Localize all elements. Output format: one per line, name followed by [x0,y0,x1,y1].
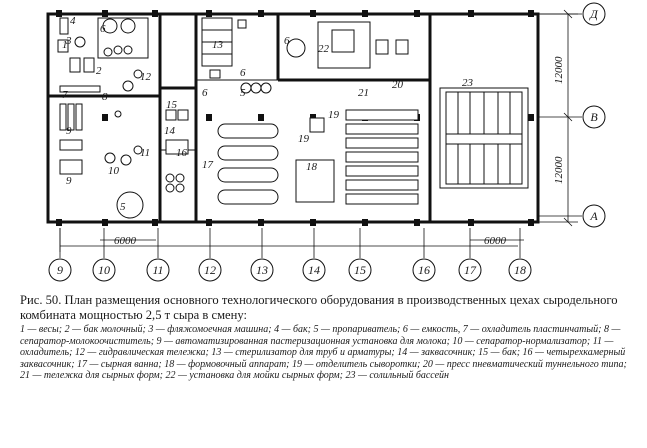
axis-bubble [198,258,222,282]
axis-label: 13 [256,263,268,277]
dimension-right-bottom: 12000 [553,156,565,184]
svg-text:3: 3 [65,35,72,47]
axis-bubble [458,258,482,282]
svg-text:6: 6 [202,87,208,99]
svg-text:6: 6 [240,67,246,79]
svg-text:18: 18 [306,161,318,173]
axis-label: 11 [152,263,163,277]
svg-text:15: 15 [166,99,178,111]
axis-label: 12 [204,263,216,277]
axis-bubble [582,105,606,129]
axis-bubble [48,258,72,282]
svg-text:19: 19 [298,133,310,145]
axis-bubble [250,258,274,282]
svg-text:1: 1 [62,39,68,51]
axis-label: 17 [464,263,477,277]
dimension-bottom-right: 6000 [484,235,507,247]
axis-bubbles-horizontal: 9 10 11 12 13 14 15 16 17 18 [48,228,532,282]
equipment-molding [295,109,419,205]
axis-bubble [92,258,116,282]
axis-bubble [508,258,532,282]
axis-label: 16 [418,263,430,277]
axis-bubble [582,204,606,228]
svg-text:7: 7 [62,89,68,101]
svg-text:10: 10 [108,165,120,177]
caption-title: Рис. 50. План размещения основного техно… [20,293,618,322]
equipment-left [57,17,149,219]
equipment-cheese-vats [217,123,279,205]
axis-label: А [589,209,598,223]
equipment-sterilizer-room [201,17,272,94]
svg-text:5: 5 [240,87,246,99]
svg-text:20: 20 [392,79,404,91]
axis-bubble [582,2,606,26]
axis-label: 9 [57,263,63,277]
svg-text:5: 5 [120,201,126,213]
figure-caption: Рис. 50. План размещения основного техно… [20,293,638,382]
axis-label: 10 [98,263,110,277]
axis-label: В [590,110,598,124]
svg-text:19: 19 [328,109,340,121]
axis-label: 18 [514,263,526,277]
dimension-bottom-left: 6000 [114,235,137,247]
svg-text:16: 16 [176,147,188,159]
equipment-middle-left [165,109,189,193]
partitions [48,14,432,222]
floor-plan: 1 2 3 4 5 6 7 8 9 9 10 11 12 13 14 15 16… [46,2,606,282]
axis-bubble [302,258,326,282]
dimension-right-top: 12000 [553,56,565,84]
svg-text:6: 6 [284,35,290,47]
caption-legend: 1 — весы; 2 — бак молочный; 3 — фляжомое… [20,324,627,382]
equipment-labels: 1 2 3 4 5 6 7 8 9 9 10 11 12 13 14 15 16… [62,15,474,213]
svg-text:9: 9 [66,125,72,137]
svg-text:17: 17 [202,159,214,171]
svg-text:12: 12 [140,71,152,83]
svg-text:23: 23 [462,77,474,89]
svg-text:14: 14 [164,125,176,137]
svg-text:6: 6 [100,23,106,35]
svg-text:21: 21 [358,87,369,99]
axis-label: 15 [354,263,366,277]
building-outline [46,12,540,224]
axis-label: 14 [308,263,320,277]
svg-text:2: 2 [96,65,102,77]
axis-bubble [146,258,170,282]
equipment-salting-basin [439,87,529,189]
svg-text:11: 11 [140,147,150,159]
svg-text:9: 9 [66,175,72,187]
svg-text:22: 22 [318,43,330,55]
svg-text:13: 13 [212,39,224,51]
axis-bubble [412,258,436,282]
axis-bubbles-vertical: Д В А [538,2,606,228]
svg-text:8: 8 [102,91,108,103]
axis-label: Д [589,7,599,21]
axis-bubble [348,258,372,282]
equipment-form-washing [286,21,409,69]
svg-text:4: 4 [70,15,76,27]
